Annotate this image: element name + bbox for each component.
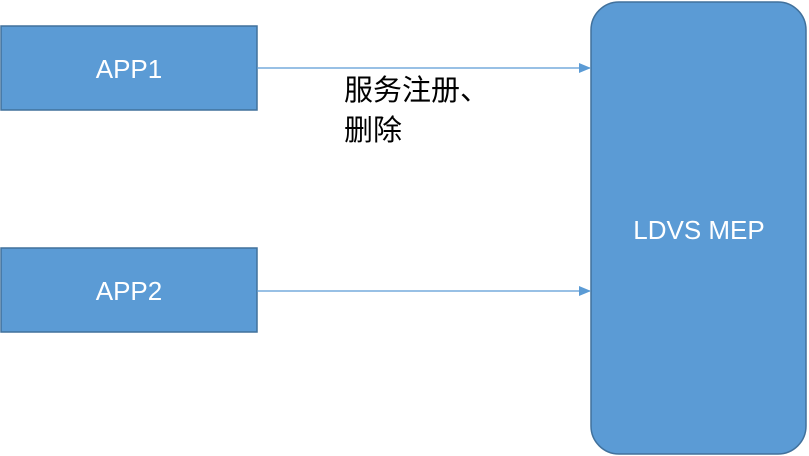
app1-box [0,25,258,111]
edge-label-line-2: 删除 [344,113,403,147]
app2-node: APP2 [0,247,258,333]
edge-label-app1-to-mep: 服务注册、 删除 [344,70,544,150]
app2-label: APP2 [96,276,163,306]
app1-node: APP1 [0,25,258,111]
mep-label: LDVS MEP [633,215,765,245]
mep-node: LDVS MEP [590,1,807,455]
app1-label: APP1 [96,54,163,84]
mep-box [590,1,807,455]
app2-box [0,247,258,333]
edge-label-line-1: 服务注册、 [344,73,490,107]
